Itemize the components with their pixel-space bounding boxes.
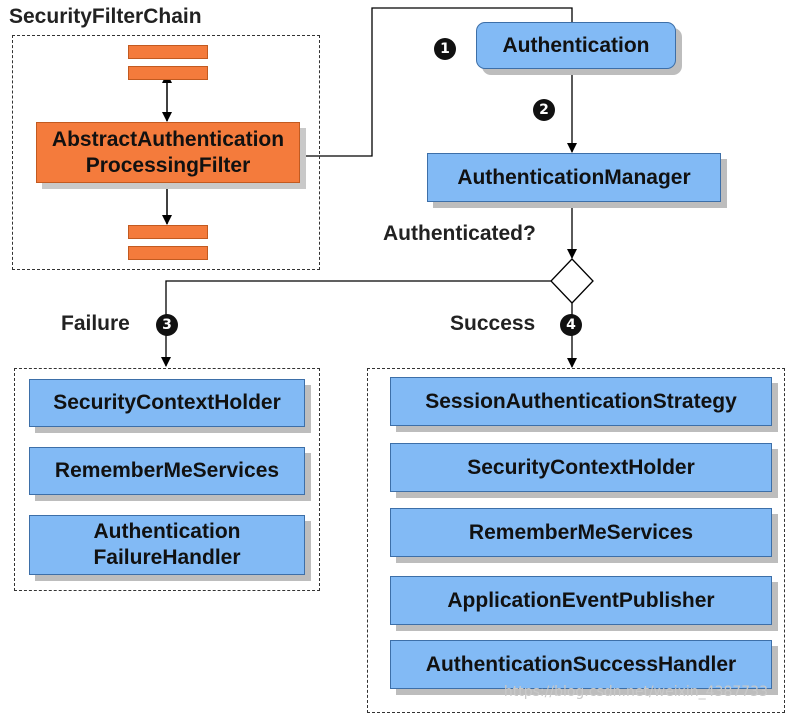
- security-filter-chain-group: [12, 35, 320, 270]
- filter-line-1: AbstractAuthentication: [51, 127, 285, 151]
- success-label: Success: [450, 312, 536, 335]
- success-handlers-group: [367, 368, 785, 713]
- failure-security-context-holder[interactable]: SecurityContextHolder: [29, 379, 305, 427]
- application-event-publisher[interactable]: ApplicationEventPublisher: [390, 576, 772, 625]
- failure-item-label: SecurityContextHolder: [53, 391, 281, 414]
- authentication-failure-handler[interactable]: Authentication FailureHandler: [29, 515, 305, 575]
- decision-diamond: [550, 258, 594, 304]
- security-filter-chain-title: SecurityFilterChain: [9, 5, 202, 28]
- failure-label: Failure: [61, 312, 130, 335]
- authentication-manager-box[interactable]: AuthenticationManager: [427, 153, 721, 202]
- step-3-badge: 3: [156, 314, 178, 336]
- step-1-badge: 1: [434, 38, 456, 60]
- authentication-box[interactable]: Authentication: [476, 22, 676, 69]
- failure-item-label: RememberMeServices: [54, 459, 280, 482]
- success-remember-me-services[interactable]: RememberMeServices: [390, 508, 772, 557]
- failure-handler-line-2: FailureHandler: [93, 546, 241, 569]
- watermark-text: https://blog.csdn.net/weixin_4387733: [503, 684, 768, 700]
- success-security-context-holder[interactable]: SecurityContextHolder: [390, 443, 772, 492]
- failure-branch-arrow: [161, 280, 551, 367]
- filter-bar: [128, 45, 208, 59]
- failure-handler-line-1: Authentication: [93, 520, 241, 543]
- filter-line-2: ProcessingFilter: [85, 153, 251, 177]
- authentication-success-handler[interactable]: AuthenticationSuccessHandler: [390, 640, 772, 689]
- failure-handlers-group: [14, 368, 320, 591]
- filter-bar: [128, 225, 208, 239]
- abstract-authentication-processing-filter[interactable]: AbstractAuthentication ProcessingFilter: [36, 122, 300, 183]
- filter-bar: [128, 246, 208, 260]
- filter-to-authentication-line: [300, 7, 573, 157]
- authenticated-question-label: Authenticated?: [383, 222, 536, 245]
- step-2-badge: 2: [533, 99, 555, 121]
- step-4-badge: 4: [560, 314, 582, 336]
- failure-remember-me-services[interactable]: RememberMeServices: [29, 447, 305, 495]
- session-authentication-strategy[interactable]: SessionAuthenticationStrategy: [390, 377, 772, 426]
- filter-bar: [128, 66, 208, 80]
